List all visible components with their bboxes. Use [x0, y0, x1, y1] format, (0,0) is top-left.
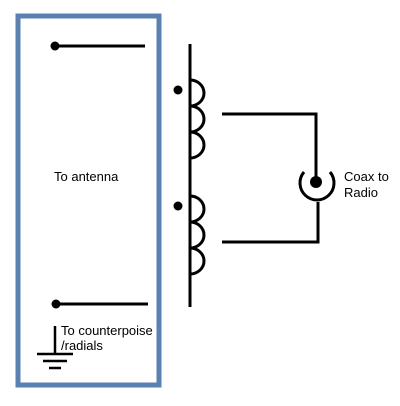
coax-wiring: [222, 112, 320, 244]
upper-inductor-coil-icon: [189, 78, 206, 160]
lower-coil-phasing-dot: [173, 201, 183, 211]
enclosure-box: [15, 13, 162, 388]
coax-label-line2: Radio: [344, 185, 378, 200]
lower-inductor-coil-icon: [189, 194, 206, 276]
coax-center-wire: [222, 112, 318, 182]
counterpoise-label-line1: To counterpoise: [61, 323, 153, 338]
coax-shield-wire: [222, 202, 320, 244]
coax-label-line1: Coax to: [344, 169, 389, 184]
ground-symbol-icon: [37, 326, 73, 370]
antenna-terminal: [50, 41, 145, 51]
coax-connector-icon: [298, 171, 336, 202]
counterpoise-terminal: [51, 299, 148, 309]
upper-coil-phasing-dot: [173, 85, 183, 95]
counterpoise-label-line2: /radials: [61, 338, 103, 353]
antenna-label: To antenna: [54, 169, 119, 184]
